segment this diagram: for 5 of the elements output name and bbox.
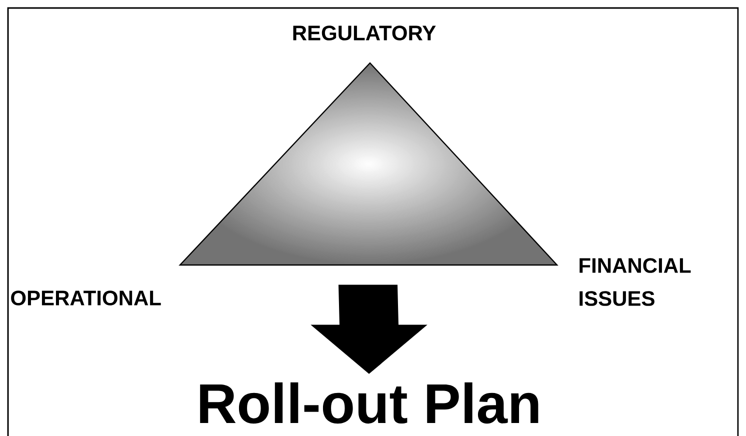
block-arrow [310, 284, 428, 374]
title-text: Roll-out Plan [200, 382, 538, 424]
corner-label: OPERATIONAL [11, 290, 161, 306]
corner-label: REGULATORY [293, 26, 436, 40]
corner-label: FINANCIAL ISSUES [580, 258, 691, 306]
